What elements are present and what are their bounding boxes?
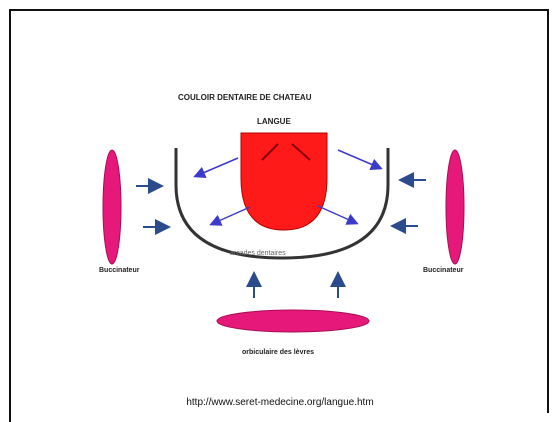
right-buccinator-label: Buccinateur bbox=[423, 267, 463, 274]
dental-arch-label: arcades dentaires bbox=[230, 250, 286, 257]
tongue-push-arrow-lower-right bbox=[318, 206, 356, 223]
diagram-title: COULOIR DENTAIRE DE CHATEAU bbox=[178, 93, 311, 102]
right-buccinator-muscle bbox=[446, 150, 464, 264]
tongue-push-arrow-upper-right bbox=[338, 150, 380, 168]
left-buccinator-muscle bbox=[103, 150, 121, 264]
tongue-push-arrow-lower-left bbox=[212, 207, 250, 224]
tongue-push-arrow-upper-left bbox=[196, 158, 238, 176]
tongue-shape bbox=[241, 133, 327, 230]
source-link[interactable]: http://www.seret-medecine.org/langue.htm bbox=[0, 397, 560, 408]
orbicularis-lip-muscle bbox=[217, 310, 369, 332]
orbicularis-label: orbiculaire des lèvres bbox=[242, 349, 314, 356]
tongue-label: LANGUE bbox=[257, 117, 291, 126]
left-buccinator-label: Buccinateur bbox=[99, 267, 139, 274]
